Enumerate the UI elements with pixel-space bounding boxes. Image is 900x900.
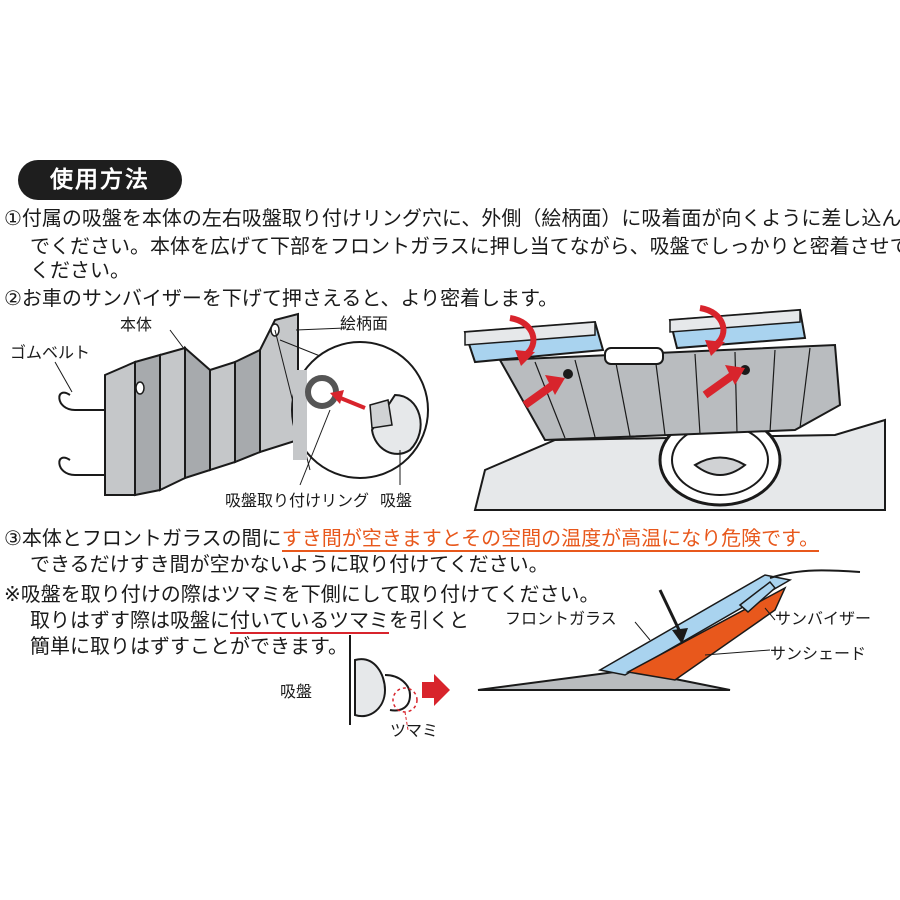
note-line2-b: 付いている xyxy=(230,608,329,634)
step3-prefix: ③本体とフロントガラスの間に xyxy=(4,526,282,550)
windshield-label: フロントガラス xyxy=(505,609,617,628)
rubber-belt-label: ゴムベルト xyxy=(10,343,91,362)
step2-text: ②お車のサンバイザーを下げて押さえると、より密着します。 xyxy=(4,286,559,310)
step1-line3: ください。 xyxy=(30,258,130,282)
windshield-section-figure xyxy=(477,569,861,691)
note-line1: ※吸盤を取り付けの際はツマミを下側にして取り付けてください。 xyxy=(4,582,600,606)
note-line2: 取りはずす際は吸盤に付いているツマミを引くと xyxy=(30,606,469,634)
note-line2-c: ツマミ xyxy=(329,608,389,634)
sunshade-label: サンシェード xyxy=(770,644,867,663)
step1-line1: ①付属の吸盤を本体の左右吸盤取り付けリング穴に、外側（絵柄面）に吸着面が向くよう… xyxy=(4,206,900,230)
tab-figure-tab-label: ツマミ xyxy=(390,721,439,740)
step1-line2: でください。本体を広げて下部をフロントガラスに押し当てながら、吸盤でしっかりと密… xyxy=(30,234,900,258)
note-line2-a: 取りはずす際は吸盤に xyxy=(30,608,230,632)
sunshade-body-figure xyxy=(54,312,429,497)
pattern-side-label: 絵柄面 xyxy=(340,314,389,333)
suction-tab-figure xyxy=(349,635,450,731)
suction-ring-label: 吸盤取り付けリング xyxy=(225,491,370,510)
tab-figure-suction-label: 吸盤 xyxy=(280,682,313,701)
note-line3: 簡単に取りはずすことができます。 xyxy=(30,634,348,658)
car-interior-figure xyxy=(463,305,886,511)
step3-line1: ③本体とフロントガラスの間にすき間が空きますとその空間の温度が高温になり危険です… xyxy=(4,524,820,552)
section-title: 使用方法 xyxy=(18,160,182,200)
step3-warning: すき間が空きますとその空間の温度が高温になり危険です。 xyxy=(281,526,820,552)
sun-visor-label: サンバイザー xyxy=(775,609,872,628)
step3-line2: できるだけすき間が空かないように取り付けてください。 xyxy=(30,552,549,576)
body-label: 本体 xyxy=(120,315,153,334)
suction-cup-label: 吸盤 xyxy=(380,491,413,510)
note-line2-d: を引くと xyxy=(389,608,469,632)
